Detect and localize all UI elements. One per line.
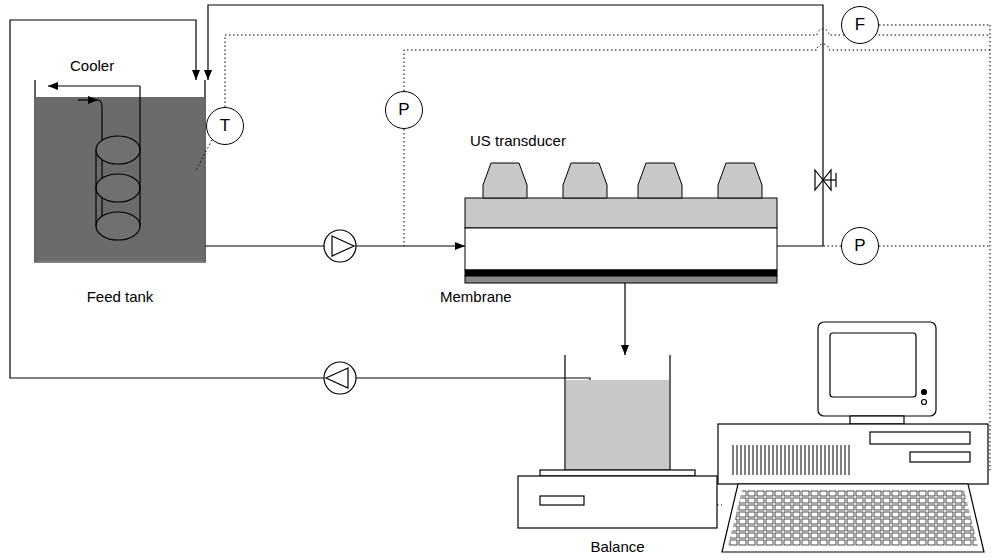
drawing-part <box>717 505 722 506</box>
unit-box: Balance <box>518 355 717 528</box>
sensor-letter: F <box>855 16 865 35</box>
drawing-part <box>563 163 607 198</box>
drawing-part <box>404 44 990 91</box>
sensor-letter: P <box>854 237 865 256</box>
part-label: Cooler <box>70 58 114 75</box>
drawing-part <box>324 362 356 394</box>
drawing-part <box>879 246 990 247</box>
drawing-part <box>722 484 984 552</box>
drawing-part <box>483 163 527 198</box>
drawing-part <box>910 452 970 462</box>
computer <box>718 322 988 552</box>
pipe-line <box>208 5 823 246</box>
drawing-part <box>566 380 669 469</box>
pipe-line <box>624 283 625 355</box>
signal-lines <box>196 25 990 505</box>
drawing-part <box>139 86 140 226</box>
drawing-part <box>35 80 205 262</box>
part-label: US transducer <box>470 133 566 150</box>
unit-label: Balance <box>590 539 644 556</box>
drawing-part <box>98 100 102 225</box>
sensor-circle: P <box>385 91 423 129</box>
drawing-part <box>465 276 777 283</box>
drawing-part <box>922 390 927 395</box>
drawing-part <box>518 476 717 528</box>
feed-tank <box>35 80 205 262</box>
drawing-part <box>326 368 348 388</box>
unit-box: Feed tank <box>35 80 205 262</box>
drawing-part <box>565 355 670 470</box>
drawing-part <box>730 445 850 475</box>
feed-pump <box>324 230 356 262</box>
drawing-part <box>404 129 405 246</box>
drawing-part <box>870 432 970 444</box>
balance <box>518 355 717 528</box>
unit-box: Membrane <box>465 198 777 283</box>
drawing-part <box>728 490 978 546</box>
drawing-part <box>540 496 584 505</box>
membrane-module <box>465 198 777 283</box>
drawing-part <box>465 270 777 276</box>
drawing-part <box>95 150 96 226</box>
drawing-part <box>988 25 990 470</box>
us-transducers <box>483 163 762 198</box>
drawing-part <box>465 198 777 228</box>
drawing-part <box>830 333 916 397</box>
drawing-part <box>850 416 904 424</box>
drawing-part <box>96 174 140 202</box>
return-pump <box>324 362 356 394</box>
sensor-letter: T <box>220 117 230 136</box>
unit-label: Feed tank <box>87 289 154 306</box>
drawing-part <box>96 136 140 164</box>
drawing-part <box>78 99 98 100</box>
drawing-part <box>540 470 695 476</box>
sensor-circle: F <box>841 6 879 44</box>
drawing-part <box>96 212 140 240</box>
drawing-part <box>718 163 762 198</box>
drawing-part <box>225 29 990 107</box>
drawing-part <box>922 400 927 405</box>
drawing-part <box>835 173 836 187</box>
cooler-coil <box>48 86 140 240</box>
drawing-part <box>332 236 354 256</box>
drawing-part <box>48 85 140 86</box>
sensor-letter: P <box>398 101 409 120</box>
drawing-part <box>818 322 936 416</box>
sensor-circle: P <box>841 227 879 265</box>
drawing-part <box>718 424 988 484</box>
drawing-part <box>36 97 204 261</box>
drawing-part <box>638 163 682 198</box>
sensor-circle: T <box>206 107 244 145</box>
valve <box>815 170 836 190</box>
drawing-part <box>879 25 990 26</box>
drawing-part <box>324 230 356 262</box>
drawing-part <box>823 246 841 247</box>
drawing-part <box>823 179 836 180</box>
drawing-part <box>196 140 212 170</box>
unit-label: Membrane <box>440 289 512 306</box>
drawing-part <box>465 228 777 270</box>
